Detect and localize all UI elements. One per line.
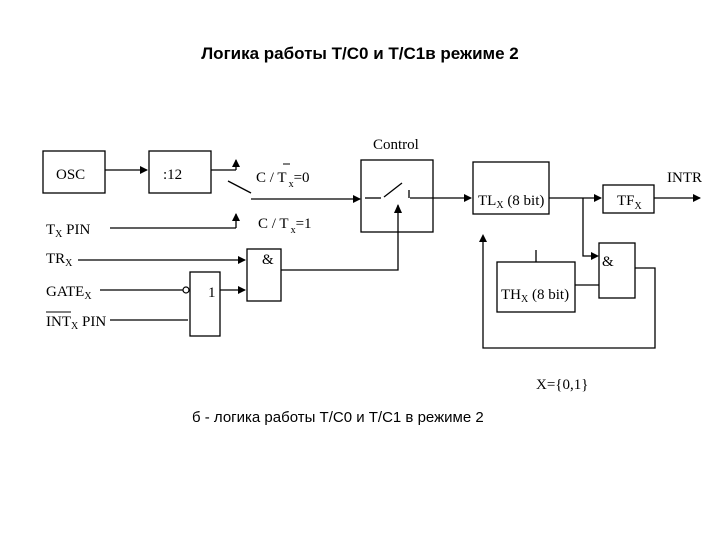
and-gate-reload [598,242,636,299]
intx-sub: X [71,321,79,332]
wire-tl-and [582,198,597,257]
divider-label: :12 [163,167,182,183]
mode-switch-blade [227,180,252,194]
gatex-sub: X [84,291,92,302]
wire-reload-loop [482,236,656,349]
x-values-label: X={0,1} [536,377,588,393]
control-switch-blade [383,182,403,198]
ct-one-sub: x [291,225,296,236]
and-gate-label: & [262,252,274,268]
osc-block [42,150,106,194]
tl-label: TLX (8 bit) [478,193,544,211]
or-gate-label: 1 [208,285,216,301]
intx-base: INT [46,314,71,330]
or-gate [189,271,221,337]
and-gate [246,248,282,302]
th-base: TH [501,287,521,303]
and-input-arrow [591,252,599,260]
intx-label: INTX PIN [46,314,106,332]
ct-one-val: =1 [296,216,312,232]
th-sub: X [521,294,529,305]
reload-arrow [479,234,487,242]
gatex-inverter [182,286,190,294]
control-arrow [394,204,402,213]
trx-base: TR [46,251,65,267]
ct-zero-base: C / T [256,170,287,186]
tl-suffix: (8 bit) [504,193,545,209]
trx-label: TRX [46,251,73,269]
tl-sub: X [496,200,504,211]
tf-label: TFX [617,193,643,212]
trx-sub: X [65,258,73,269]
wire-and-control [281,205,399,271]
ct-one-base: C / T [258,216,289,232]
tx-pin-sub: X [55,229,63,240]
th-register [496,261,576,313]
th-suffix: (8 bit) [528,287,569,303]
tf-sub: X [635,201,643,212]
diagram-caption: б - логика работы Т/С0 и Т/С1 в режиме 2 [192,409,484,426]
gatex-label: GATEX [46,284,92,302]
tf-flag [602,184,655,214]
th-label: THX (8 bit) [501,287,569,305]
control-block [360,159,434,233]
intr-label: INTR [667,170,702,186]
tl-register [472,161,550,215]
and-gate-reload-label: & [602,254,614,270]
tx-pin-suffix: PIN [62,222,90,238]
divider-block [148,150,212,194]
slide-title: Логика работы Т/С0 и Т/С1в режиме 2 [201,44,519,63]
ct-zero-val: =0 [294,170,310,186]
control-label: Control [373,137,419,153]
osc-label: OSC [56,167,85,183]
tx-pin-label: TX PIN [46,222,90,240]
ct-zero-sub: x [289,179,294,190]
intx-suffix: PIN [78,314,106,330]
tf-base: TF [617,193,635,209]
gatex-base: GATE [46,284,84,300]
tl-base: TL [478,193,496,209]
tx-pin-base: T [46,222,55,238]
